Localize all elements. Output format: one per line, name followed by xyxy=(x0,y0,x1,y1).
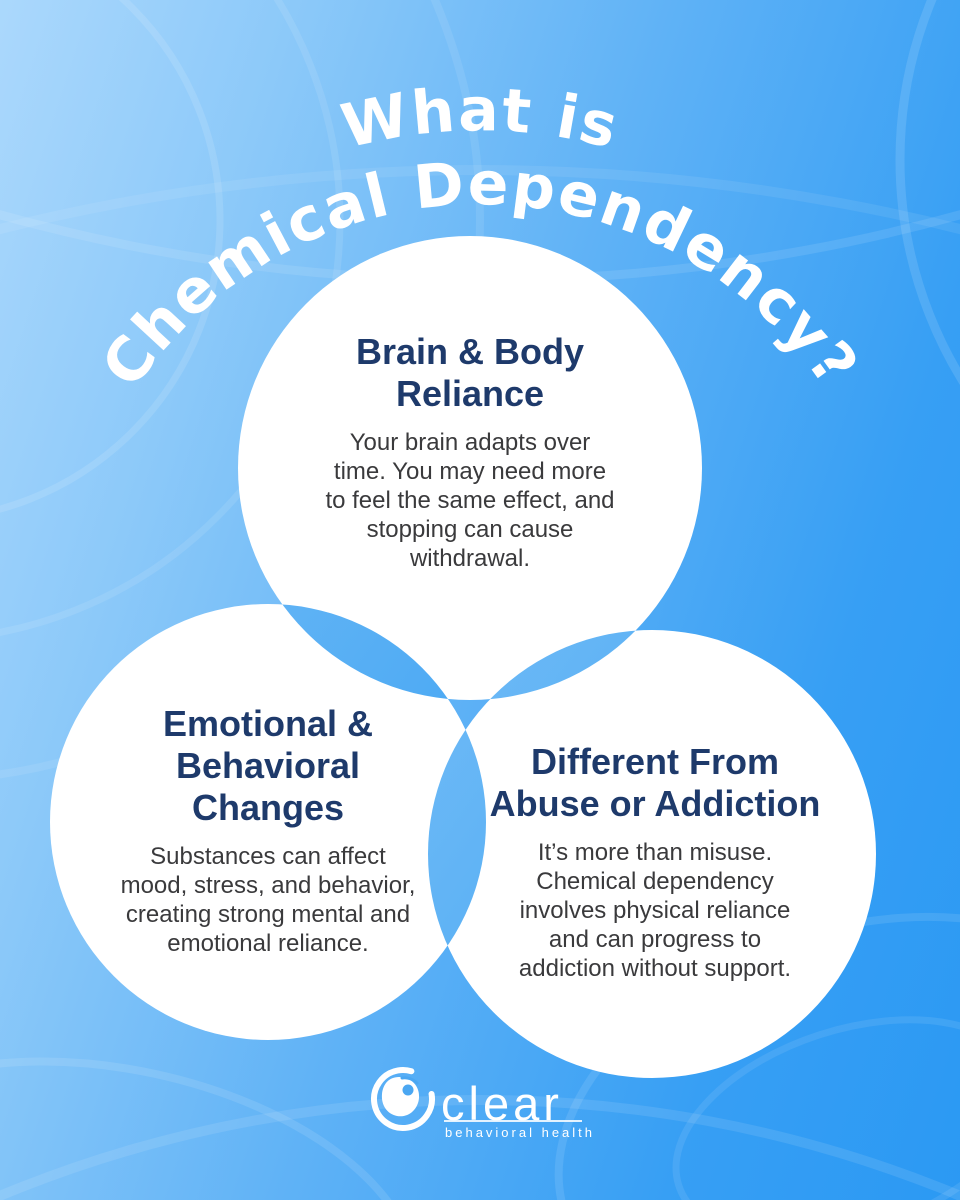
bubble-heading: Different From Abuse or Addiction xyxy=(489,741,821,825)
bubble-body: Your brain adapts over time. You may nee… xyxy=(325,429,615,573)
clear-logo-icon xyxy=(371,1067,435,1131)
bubble-heading: Brain & Body Reliance xyxy=(355,331,585,415)
bubble-body: It’s more than misuse. Chemical dependen… xyxy=(518,839,792,983)
bubble-circle-left xyxy=(50,604,486,1040)
bubble-body: Substances can affect mood, stress, and … xyxy=(120,843,416,958)
bubble-heading: Emotional & Behavioral Changes xyxy=(162,703,373,829)
bubble-brain-body: Brain & Body Reliance Your brain adapts … xyxy=(280,331,660,573)
bubble-circle-right xyxy=(428,630,876,1078)
logo-name: clear xyxy=(441,1077,563,1130)
logo-divider xyxy=(444,1120,582,1122)
bubble-different-from-abuse: Different From Abuse or Addiction It’s m… xyxy=(460,741,850,983)
logo-tagline: behavioral health xyxy=(445,1125,596,1140)
bubble-circle-top xyxy=(238,236,702,700)
bubble-emotional-behavioral: Emotional & Behavioral Changes Substance… xyxy=(88,703,448,958)
